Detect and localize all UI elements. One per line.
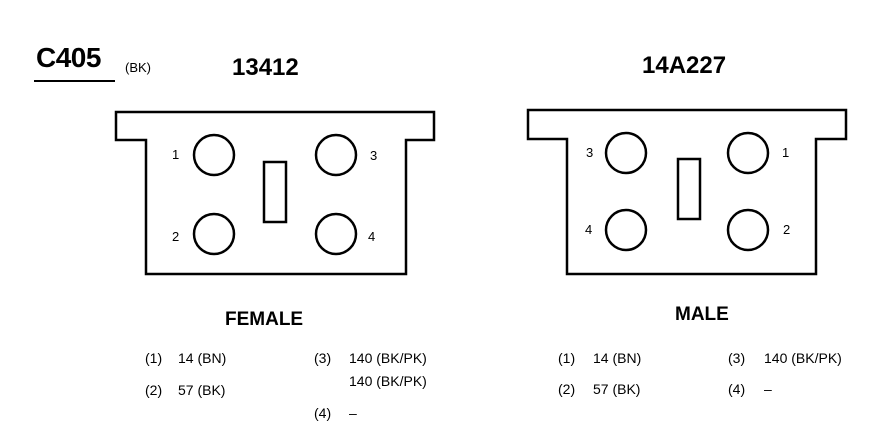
male-pin-3-cavity: [604, 131, 648, 175]
male-legend-value-1: 14 (BN): [593, 350, 642, 366]
male-part-number: 14A227: [642, 52, 727, 79]
female-legend-value-2: 57 (BK): [178, 382, 226, 398]
male-legend-value-3: 140 (BK/PK): [764, 350, 842, 366]
female-pin-1-cavity: [192, 133, 236, 177]
female-legend-value-3b: 140 (BK/PK): [349, 373, 427, 389]
female-legend-num-1: (1): [145, 350, 163, 366]
female-pin-label-1: 1: [172, 147, 180, 162]
male-pin-label-1: 1: [782, 145, 790, 160]
male-pin-4-cavity: [604, 208, 648, 252]
male-legend-value-4: –: [764, 381, 772, 397]
male-connector-key: [676, 157, 702, 221]
female-connector-housing: [114, 110, 436, 276]
connector-id: C405: [36, 42, 101, 73]
female-connector-key: [262, 160, 288, 224]
connector-color: (BK): [125, 60, 151, 75]
female-pin-3-cavity: [314, 133, 358, 177]
female-pin-label-3: 3: [370, 148, 378, 163]
male-pin-label-4: 4: [585, 222, 593, 237]
female-legend-num-2: (2): [145, 382, 163, 398]
female-legend-value-4: –: [349, 405, 357, 421]
male-pin-label-3: 3: [586, 145, 594, 160]
female-pin-2-cavity: [192, 212, 236, 256]
female-pin-label-2: 2: [172, 229, 180, 244]
male-connector-housing: [526, 108, 848, 276]
male-pin-1-cavity: [726, 131, 770, 175]
male-legend-num-2: (2): [558, 381, 576, 397]
female-legend-value-3a: 140 (BK/PK): [349, 350, 427, 366]
female-legend-num-4: (4): [314, 405, 332, 421]
male-legend-num-4: (4): [728, 381, 746, 397]
male-legend-num-3: (3): [728, 350, 746, 366]
female-label: FEMALE: [225, 309, 304, 330]
female-pin-4-cavity: [314, 212, 358, 256]
female-pin-label-4: 4: [368, 229, 376, 244]
male-legend-value-2: 57 (BK): [593, 381, 641, 397]
female-legend-value-1: 14 (BN): [178, 350, 227, 366]
female-part-number: 13412: [232, 54, 299, 81]
male-label: MALE: [675, 304, 729, 325]
male-legend-num-1: (1): [558, 350, 576, 366]
female-legend-num-3: (3): [314, 350, 332, 366]
male-pin-2-cavity: [726, 208, 770, 252]
male-pin-label-2: 2: [783, 222, 791, 237]
